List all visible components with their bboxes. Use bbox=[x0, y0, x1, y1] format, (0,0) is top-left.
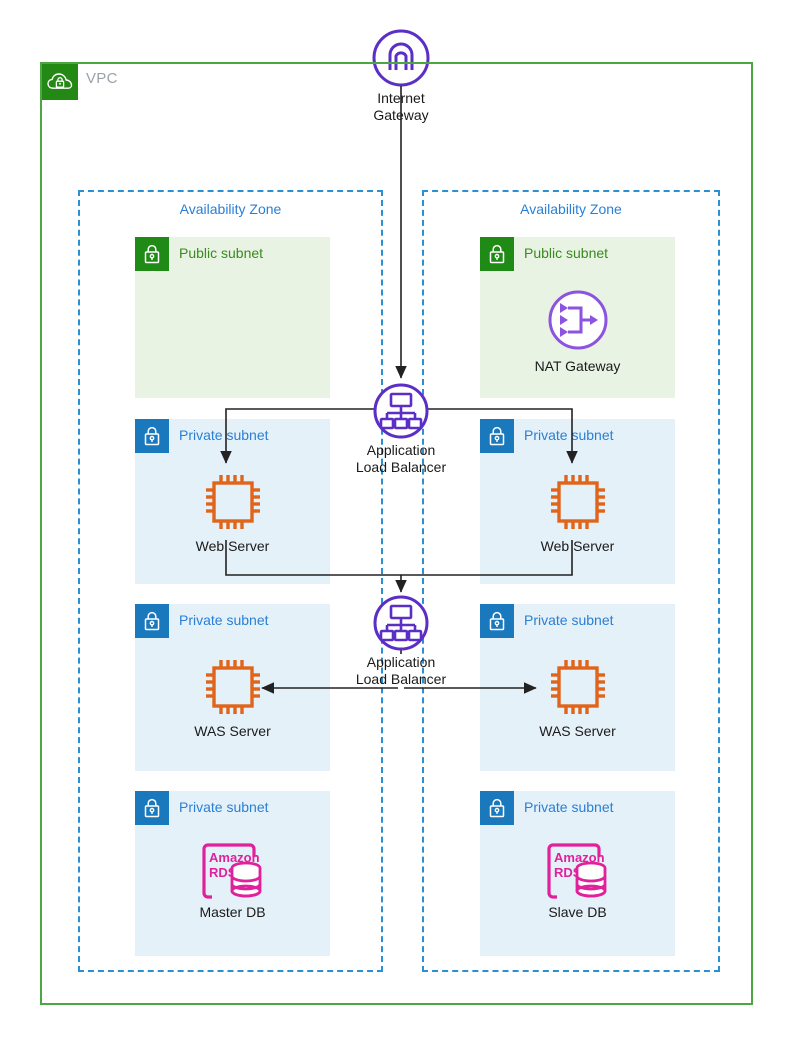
vpc-cloud-lock-icon bbox=[42, 64, 78, 100]
availability-zone-right-label: Availability Zone bbox=[520, 201, 622, 217]
subnet-right-web: Private subnet Web bbox=[480, 419, 675, 584]
application-load-balancer-icon bbox=[311, 594, 491, 652]
slave-db-label: Slave DB bbox=[548, 904, 607, 920]
vpc-boundary bbox=[40, 62, 753, 1005]
ec2-instance-icon bbox=[480, 654, 675, 720]
lock-icon bbox=[135, 419, 169, 453]
amazon-rds-icon: Amazon RDS bbox=[480, 839, 675, 901]
subnet-left-web-label: Private subnet bbox=[179, 427, 269, 443]
svg-text:RDS: RDS bbox=[554, 865, 582, 880]
application-load-balancer-was-node[interactable]: Application Load Balancer bbox=[311, 594, 491, 688]
application-load-balancer-was-label: Application Load Balancer bbox=[355, 654, 447, 687]
subnet-right-was-label: Private subnet bbox=[524, 612, 614, 628]
lock-icon bbox=[480, 237, 514, 271]
svg-text:Amazon: Amazon bbox=[209, 850, 260, 865]
ec2-instance-icon bbox=[135, 654, 330, 720]
lock-icon bbox=[480, 791, 514, 825]
amazon-rds-icon: Amazon RDS bbox=[135, 839, 330, 901]
was-server-left-node[interactable]: WAS Server bbox=[135, 654, 330, 739]
nat-gateway-label: NAT Gateway bbox=[534, 358, 621, 374]
subnet-left-was: Private subnet WAS bbox=[135, 604, 330, 771]
ec2-instance-icon bbox=[135, 469, 330, 535]
web-server-left-node[interactable]: Web Server bbox=[135, 469, 330, 554]
subnet-left-web: Private subnet Web bbox=[135, 419, 330, 584]
was-server-right-label: WAS Server bbox=[539, 723, 616, 739]
subnet-left-db-label: Private subnet bbox=[179, 799, 269, 815]
lock-icon bbox=[135, 791, 169, 825]
subnet-left-db: Private subnet Amazon RDS Master DB bbox=[135, 791, 330, 956]
subnet-right-db: Private subnet Amazon RDS Slave DB bbox=[480, 791, 675, 956]
availability-zone-left-label: Availability Zone bbox=[179, 201, 282, 217]
internet-gateway-icon bbox=[311, 28, 491, 88]
subnet-right-public: Public subnet NAT Gatewa bbox=[480, 237, 675, 398]
subnet-left-public: Public subnet bbox=[135, 237, 330, 398]
subnet-right-web-label: Private subnet bbox=[524, 427, 614, 443]
vpc-label: VPC bbox=[86, 70, 118, 87]
availability-zone-right bbox=[422, 190, 720, 972]
nat-gateway-icon bbox=[480, 285, 675, 355]
lock-icon bbox=[480, 604, 514, 638]
lock-icon bbox=[135, 237, 169, 271]
master-db-node[interactable]: Amazon RDS Master DB bbox=[135, 839, 330, 920]
subnet-left-public-label: Public subnet bbox=[179, 245, 264, 261]
svg-text:Amazon: Amazon bbox=[554, 850, 605, 865]
slave-db-node[interactable]: Amazon RDS Slave DB bbox=[480, 839, 675, 920]
application-load-balancer-web-label: Application Load Balancer bbox=[355, 442, 447, 475]
subnet-right-db-label: Private subnet bbox=[524, 799, 614, 815]
was-server-left-label: WAS Server bbox=[194, 723, 271, 739]
was-server-right-node[interactable]: WAS Server bbox=[480, 654, 675, 739]
nat-gateway-node[interactable]: NAT Gateway bbox=[480, 285, 675, 374]
subnet-right-public-label: Public subnet bbox=[524, 245, 609, 261]
subnet-right-was: Private subnet WAS bbox=[480, 604, 675, 771]
subnet-left-was-label: Private subnet bbox=[179, 612, 269, 628]
master-db-label: Master DB bbox=[199, 904, 266, 920]
ec2-instance-icon bbox=[480, 469, 675, 535]
application-load-balancer-web-node[interactable]: Application Load Balancer bbox=[311, 382, 491, 476]
web-server-left-label: Web Server bbox=[195, 538, 270, 554]
web-server-right-label: Web Server bbox=[540, 538, 615, 554]
application-load-balancer-icon bbox=[311, 382, 491, 440]
svg-text:RDS: RDS bbox=[209, 865, 237, 880]
web-server-right-node[interactable]: Web Server bbox=[480, 469, 675, 554]
lock-icon bbox=[135, 604, 169, 638]
